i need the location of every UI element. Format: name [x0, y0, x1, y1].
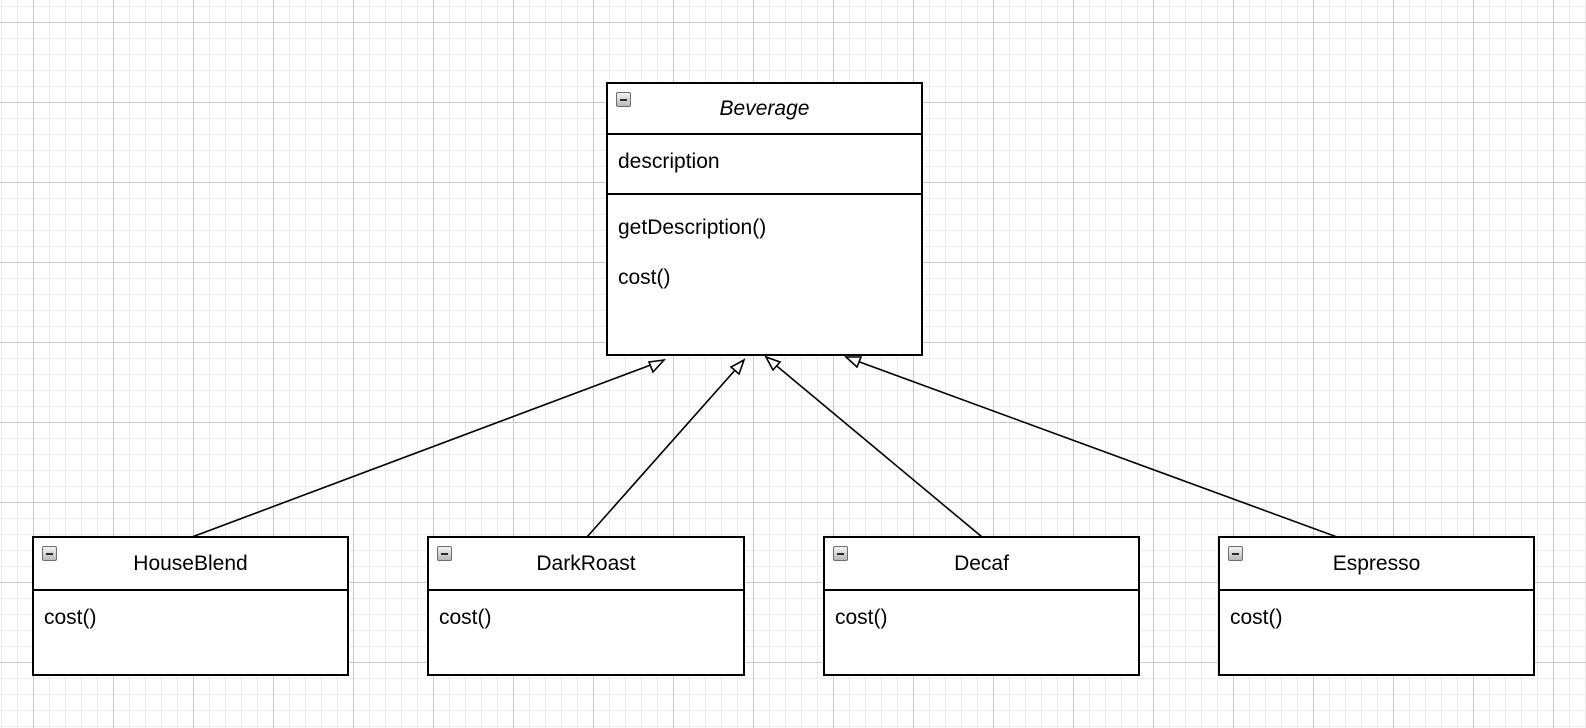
collapse-toggle-icon[interactable]	[42, 546, 57, 561]
class-espresso-header[interactable]: Espresso	[1220, 538, 1533, 591]
attribute-description: description	[618, 150, 720, 173]
class-beverage[interactable]: Beverage description getDescription() co…	[606, 82, 923, 356]
class-darkroast[interactable]: DarkRoast cost()	[427, 536, 745, 676]
inheritance-arrowhead-darkroast	[729, 358, 746, 376]
method-cost: cost()	[44, 606, 97, 629]
inheritance-line-darkroast	[586, 359, 745, 538]
collapse-toggle-icon[interactable]	[616, 92, 631, 107]
class-darkroast-methods[interactable]: cost()	[429, 591, 743, 632]
collapse-toggle-icon[interactable]	[437, 546, 452, 561]
class-houseblend[interactable]: HouseBlend cost()	[32, 536, 349, 676]
inheritance-line-houseblend	[191, 359, 665, 538]
class-decaf[interactable]: Decaf cost()	[823, 536, 1140, 676]
class-darkroast-name: DarkRoast	[536, 552, 636, 575]
class-espresso-methods[interactable]: cost()	[1220, 591, 1533, 632]
class-beverage-methods[interactable]: getDescription() cost()	[608, 195, 921, 292]
inheritance-line-espresso	[845, 356, 1338, 538]
inheritance-arrowhead-espresso	[843, 356, 863, 369]
class-espresso-name: Espresso	[1332, 552, 1421, 575]
inheritance-line-decaf	[765, 356, 983, 538]
method-cost: cost()	[835, 606, 888, 629]
method-get-description: getDescription()	[618, 216, 767, 239]
class-decaf-header[interactable]: Decaf	[825, 538, 1138, 591]
class-beverage-header[interactable]: Beverage	[608, 84, 921, 135]
collapse-toggle-icon[interactable]	[1228, 546, 1243, 561]
class-beverage-attributes[interactable]: description	[608, 135, 921, 195]
method-cost: cost()	[439, 606, 492, 629]
class-decaf-name: Decaf	[954, 552, 1009, 575]
inheritance-arrowhead-houseblend	[647, 358, 667, 374]
class-houseblend-methods[interactable]: cost()	[34, 591, 347, 632]
method-cost: cost()	[1230, 606, 1283, 629]
class-houseblend-header[interactable]: HouseBlend	[34, 538, 347, 591]
class-darkroast-header[interactable]: DarkRoast	[429, 538, 743, 591]
collapse-toggle-icon[interactable]	[833, 546, 848, 561]
class-espresso[interactable]: Espresso cost()	[1218, 536, 1535, 676]
class-beverage-name: Beverage	[719, 97, 810, 120]
inheritance-arrowhead-decaf	[764, 355, 782, 372]
method-cost: cost()	[618, 266, 671, 289]
class-decaf-methods[interactable]: cost()	[825, 591, 1138, 632]
class-houseblend-name: HouseBlend	[133, 552, 248, 575]
